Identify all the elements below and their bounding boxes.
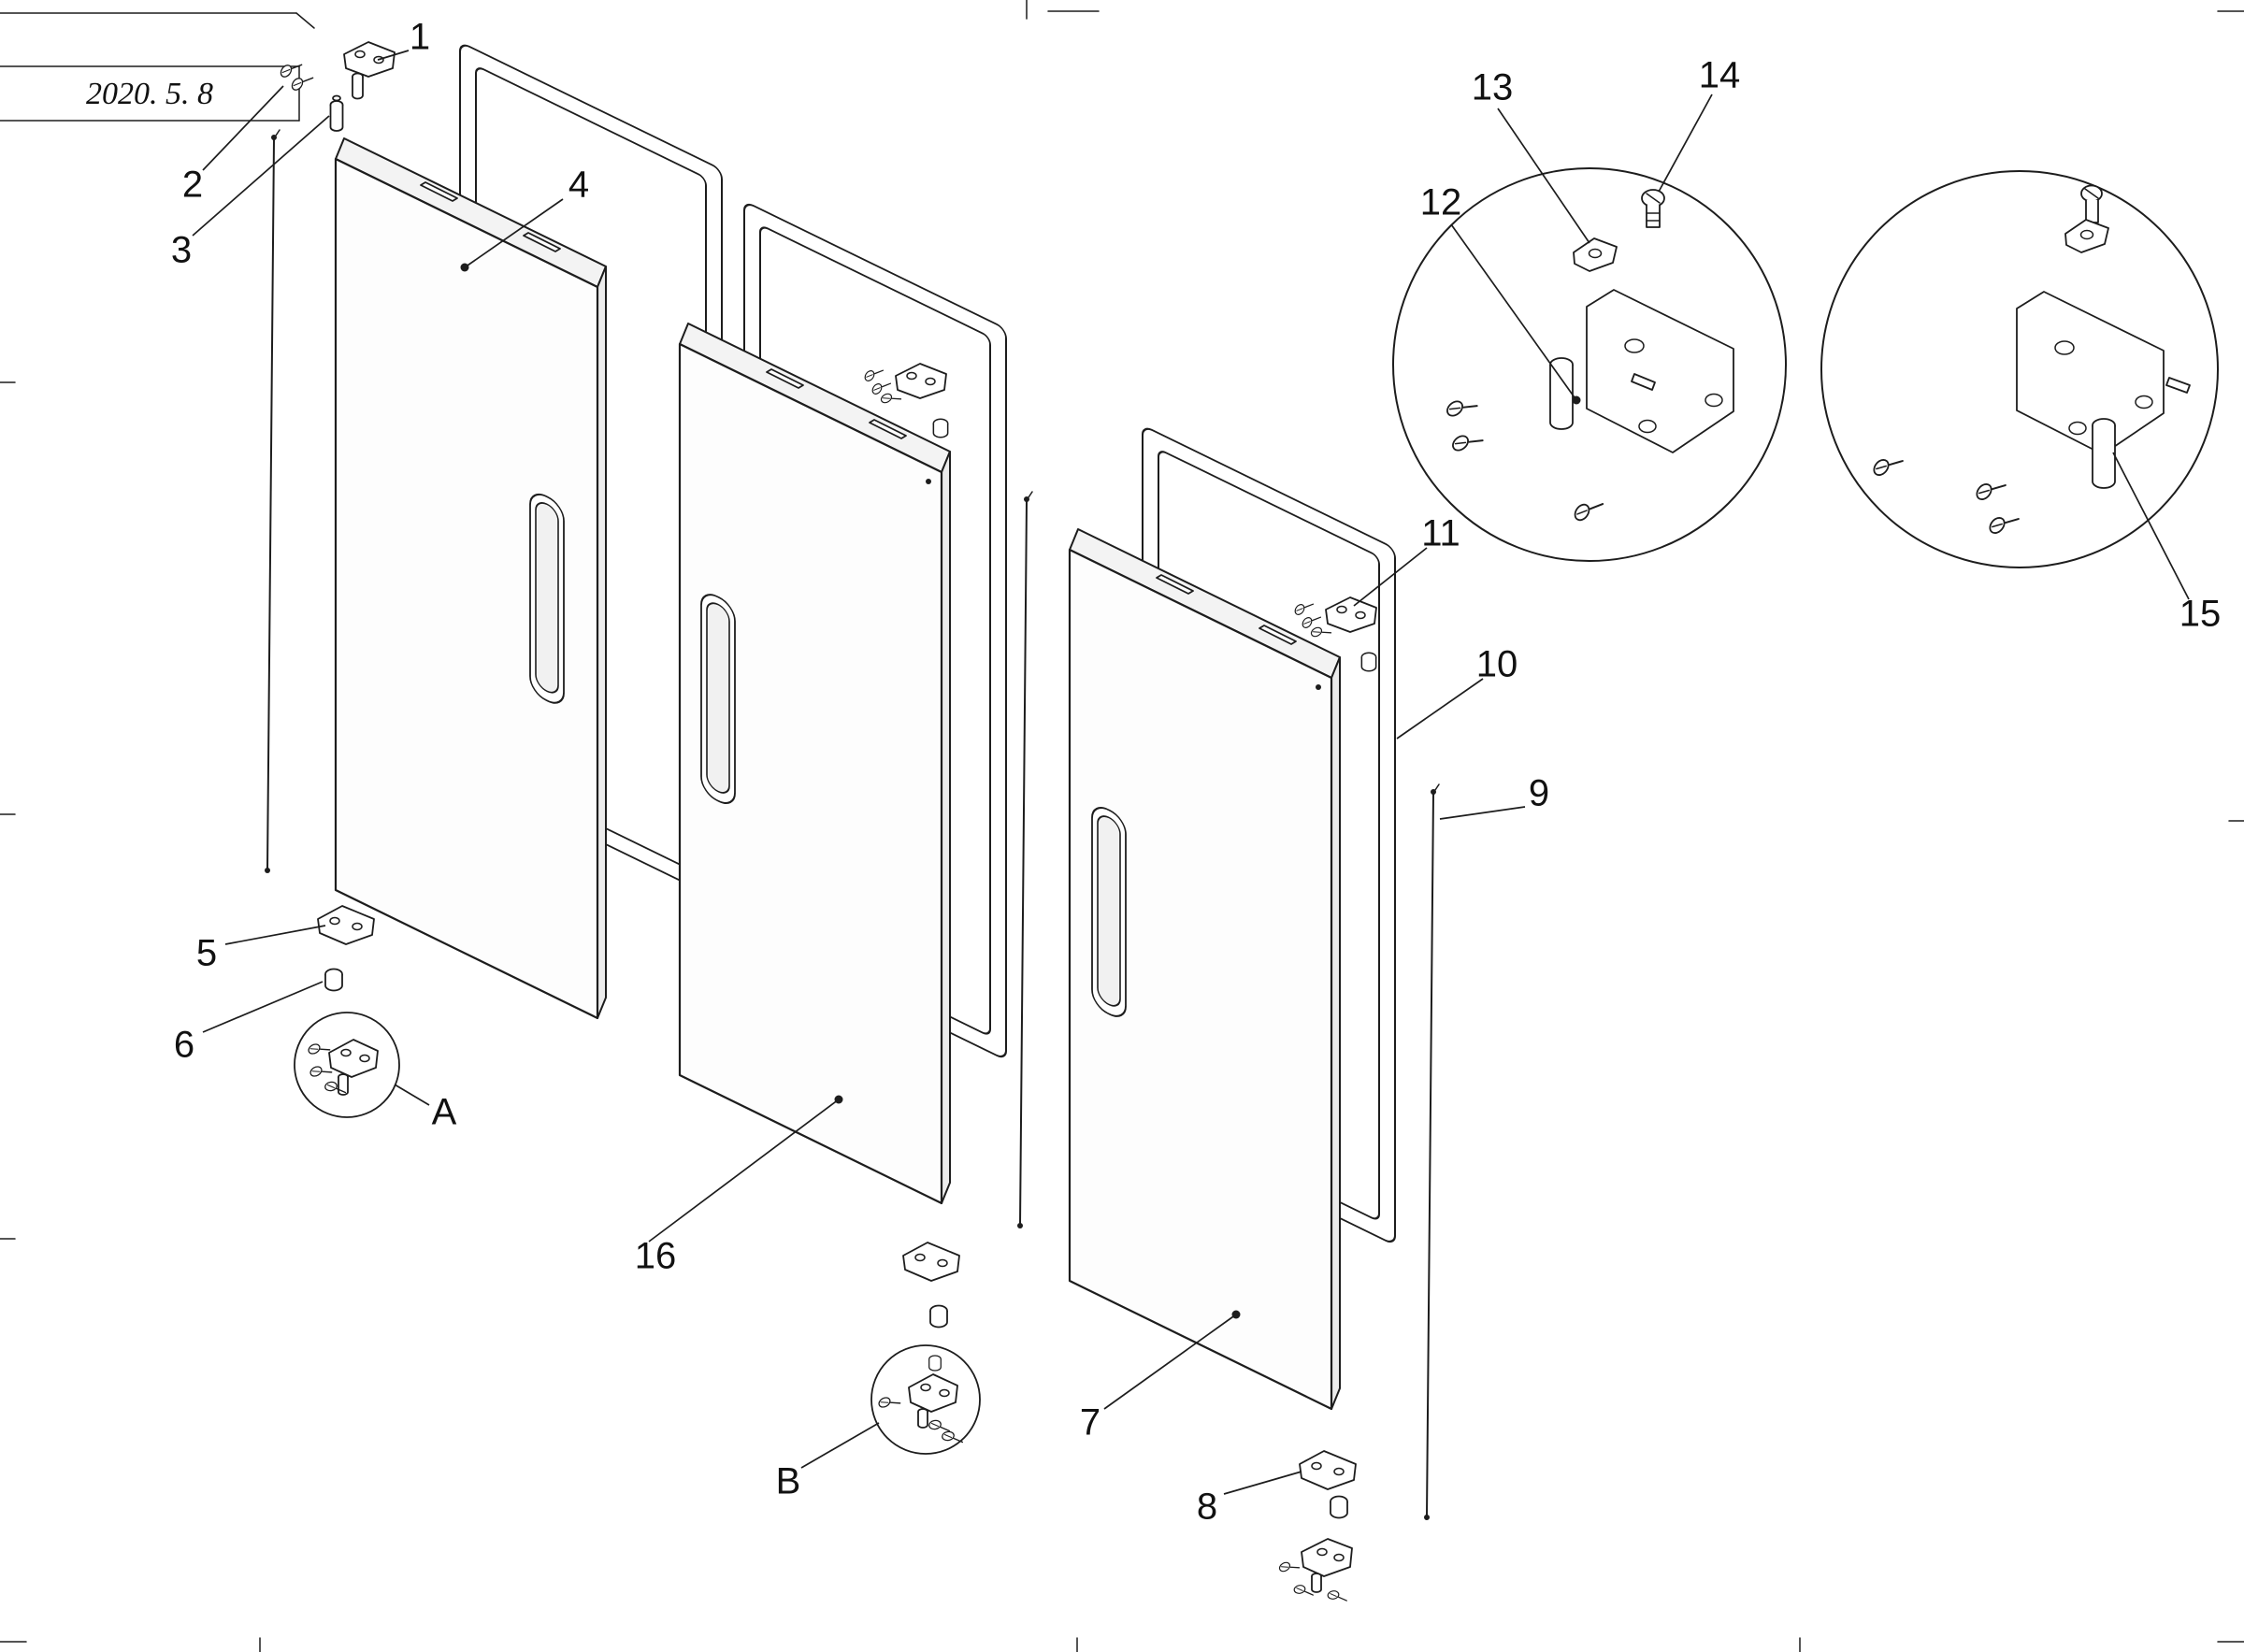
hinge-screw [289,69,314,95]
callout-11-label: 11 [1421,513,1460,554]
detail-circle-upper-hinge-left [1392,167,1787,562]
shoulder-screw-shaft [2085,200,2099,223]
door-middle-handle [700,594,736,804]
top-hinge-assembly [278,41,396,132]
door-left-handle [529,493,565,704]
hinge-cap [928,1355,942,1372]
shoulder-screw-shaft [1646,205,1661,228]
callout-7: 7 [1080,1310,1241,1444]
small-pin [2165,377,2191,394]
door-middle-top-slot [766,368,804,389]
hinge-screw [879,388,902,409]
callout-4-label: 4 [568,165,589,206]
callout-16: 16 [635,1095,843,1277]
detail-circle-upper-hinge-right [1820,170,2219,568]
detail-circle-a [294,1012,400,1118]
door-right-top-slot [1156,574,1194,595]
lower-hinge-bracket [1301,1538,1353,1577]
bottom-hinge-plate [902,1242,960,1282]
callout-3: 3 [171,115,330,271]
door-left [334,137,607,1020]
hinge-screw [1277,1557,1301,1577]
callout-16-label: 16 [635,1236,677,1277]
door-right-bottom-hardware [1277,1450,1357,1604]
callout-5-label: 5 [196,933,217,974]
callout-4: 4 [460,165,589,272]
callout-9-label: 9 [1529,773,1549,814]
callout-12: 12 [1420,182,1581,405]
bottom-hinge-plate [1299,1450,1357,1490]
detail-a-bracket [328,1039,379,1078]
callout-15-label: 15 [2179,594,2222,635]
hinge-bushing [329,105,344,132]
detail-circle-b [870,1344,981,1455]
hinge-base-plate [2016,291,2165,455]
door-middle-top-slot [869,419,907,439]
callout-13: 13 [1472,67,1590,244]
callout-9: 9 [1439,773,1549,820]
door-middle-bottom-hardware [902,1242,960,1329]
hinge-cap [1360,652,1377,672]
hinge-pin [1549,365,1574,430]
callout-2-label: 2 [182,165,203,206]
door-right-top-slot [1259,625,1297,645]
callout-8: 8 [1197,1471,1302,1528]
callout-13-label: 13 [1472,67,1514,108]
door-right-handle [1091,807,1127,1017]
callout-7-label: 7 [1080,1402,1100,1444]
top-hinge-bracket [343,41,396,78]
hinge-bracket [895,363,947,399]
hinge-bracket [1325,596,1377,633]
callouts: 1 2 3 4 5 6 A 16 [171,17,2221,1528]
hinge-screw [862,363,885,386]
callout-10: 10 [1396,644,1518,740]
bottom-hinge-plate [317,905,375,945]
hinge-base-plate [1586,289,1734,453]
rod-middle [1017,491,1033,1228]
callout-10-label: 10 [1476,644,1518,685]
bottom-hinge-assembly-left [317,905,375,992]
callout-b-label: B [776,1461,801,1502]
callout-3-label: 3 [171,230,192,271]
hinge-screw [1326,1587,1347,1604]
callout-6: 6 [174,981,324,1066]
callout-2: 2 [182,85,284,206]
callout-14-label: 14 [1699,55,1741,96]
callout-1-label: 1 [410,17,430,58]
hinge-cap [1330,1495,1348,1519]
rod-right [1424,783,1440,1520]
top-hinge-pin [352,77,364,100]
callout-8-label: 8 [1197,1487,1217,1528]
door-left-top-slot [420,181,458,202]
door-right-top-hardware [1292,596,1377,672]
hinge-screw [1309,622,1332,642]
callout-12-label: 12 [1420,182,1462,223]
rod-left [265,129,280,873]
hinge-screw [1292,596,1315,620]
callout-14: 14 [1658,55,1741,193]
hinge-cap [932,418,949,438]
revision-date: 2020. 5. 8 [86,77,213,111]
callout-11: 11 [1353,513,1460,607]
callout-1: 1 [377,17,430,61]
title-block: 2020. 5. 8 [0,65,300,122]
callout-b: B [776,1422,880,1502]
callout-a-label: A [432,1092,457,1133]
detail-b-bracket [908,1373,958,1413]
callout-15: 15 [2112,452,2222,635]
small-pin [1631,373,1656,391]
hinge-cap [324,968,343,992]
door-middle-top-hardware [862,363,949,438]
door-left-top-slot [523,232,561,252]
callout-a: A [394,1084,457,1133]
door-middle [678,323,951,1205]
callout-6-label: 6 [174,1025,194,1066]
hinge-cap [929,1304,948,1329]
hinge-screw [1292,1582,1314,1599]
hinge-pin [2092,425,2116,489]
callout-5: 5 [196,925,326,974]
door-right [1068,528,1341,1411]
